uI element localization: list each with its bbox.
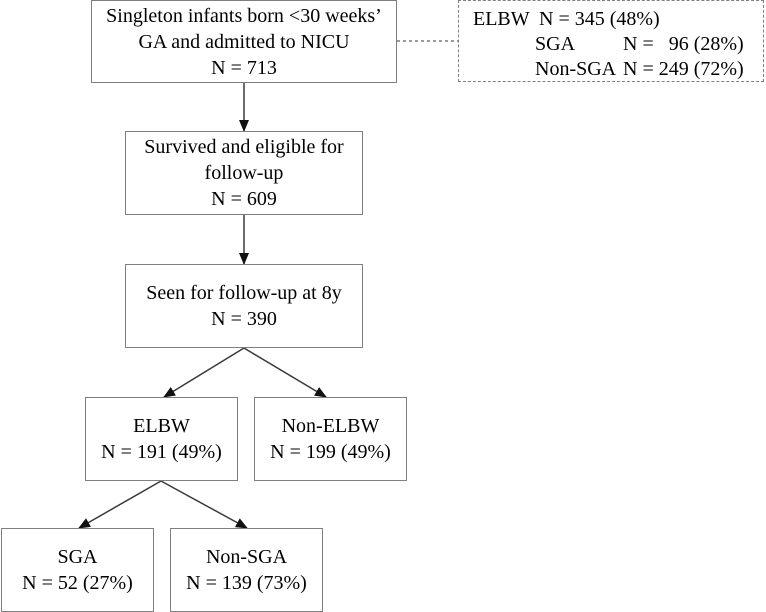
node-survived-line2: follow-up: [204, 162, 284, 184]
side-row-sga-count: N = 96 (28%): [623, 33, 744, 55]
side-row-non-sga: Non-SGA N = 249 (72%): [459, 56, 759, 81]
arrow-elbw-to-non-sga: [160, 480, 248, 529]
node-non-elbw-count: N = 199 (49%): [270, 441, 391, 463]
node-admitted: Singleton infants born <30 weeks’ GA and…: [91, 0, 397, 83]
node-non-elbw-label: Non-ELBW: [281, 415, 380, 437]
node-non-sga-count: N = 139 (73%): [186, 572, 307, 594]
node-admitted-line2: GA and admitted to NICU: [138, 30, 350, 53]
node-non-sga-label: Non-SGA: [205, 546, 288, 568]
arrow-elbw-to-sga: [78, 480, 162, 529]
side-box-breakdown: ELBW N = 345 (48%) SGA N = 96 (28%) Non-…: [458, 0, 764, 82]
node-non-sga: Non-SGA N = 139 (73%): [170, 528, 323, 612]
node-survived-count: N = 609: [211, 188, 277, 210]
node-elbw: ELBW N = 191 (49%): [85, 397, 238, 481]
arrow-seen-to-elbw: [163, 347, 245, 398]
side-row-sga-label: SGA: [535, 33, 576, 55]
node-seen-count: N = 390: [211, 308, 277, 330]
side-row-non-sga-label: Non-SGA: [535, 58, 617, 80]
node-elbw-count: N = 191 (49%): [101, 441, 222, 463]
side-row-sga: SGA N = 96 (28%): [459, 31, 759, 56]
node-survived-line1: Survived and eligible for: [144, 136, 344, 158]
node-sga: SGA N = 52 (27%): [1, 528, 154, 612]
side-row-elbw-count: N = 345 (48%): [539, 8, 660, 30]
side-row-non-sga-count: N = 249 (72%): [623, 58, 744, 80]
node-admitted-count: N = 713: [211, 56, 277, 79]
side-row-elbw-label: ELBW: [473, 8, 530, 30]
node-elbw-label: ELBW: [133, 415, 190, 437]
arrow-seen-to-non-elbw: [243, 347, 327, 398]
node-seen: Seen for follow-up at 8y N = 390: [125, 264, 363, 348]
node-admitted-line1: Singleton infants born <30 weeks’: [106, 4, 382, 27]
node-non-elbw: Non-ELBW N = 199 (49%): [254, 397, 407, 481]
node-sga-label: SGA: [57, 546, 98, 568]
node-sga-count: N = 52 (27%): [22, 572, 133, 594]
node-survived: Survived and eligible for follow-up N = …: [125, 131, 363, 215]
side-row-elbw: ELBW N = 345 (48%): [459, 6, 759, 31]
node-seen-line1: Seen for follow-up at 8y: [146, 282, 342, 304]
